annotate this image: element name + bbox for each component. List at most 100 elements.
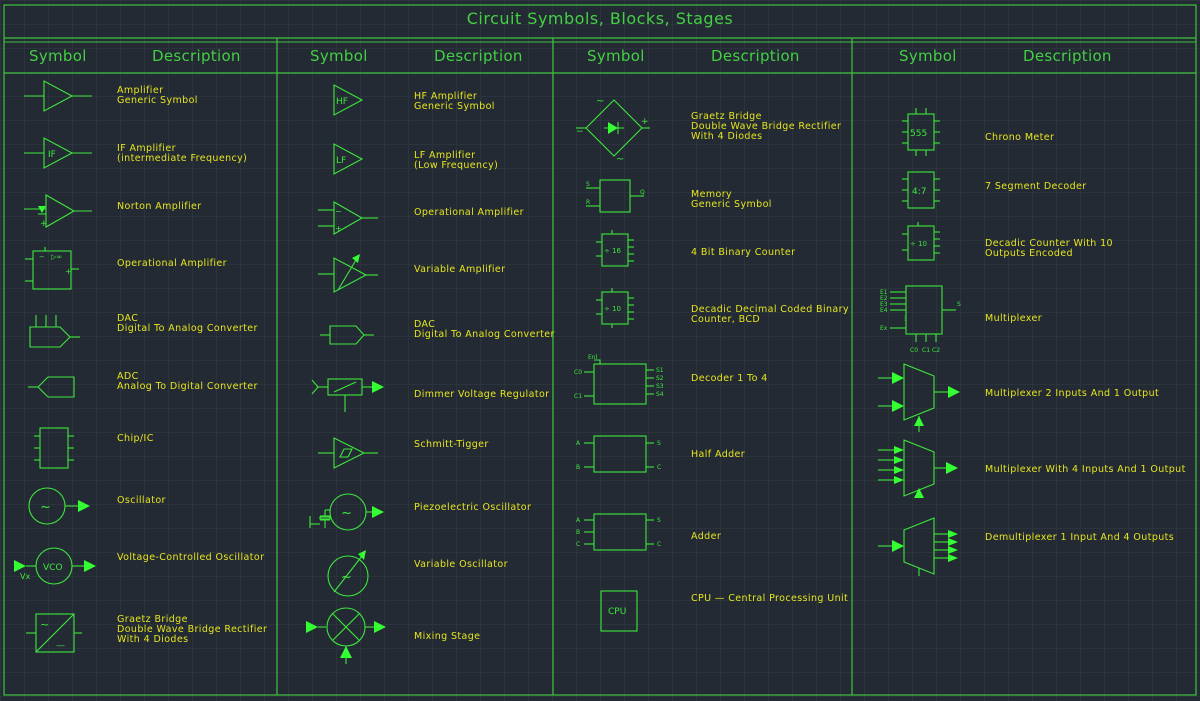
col4-description-header: Description (1023, 47, 1112, 65)
dimmer-icon (310, 374, 390, 418)
description-text: HF Amplifier Generic Symbol (414, 91, 495, 112)
col2-symbol-header: Symbol (310, 47, 368, 65)
description-text: Multiplexer (985, 313, 1043, 324)
description-text: Decadic Decimal Coded Binary Counter, BC… (691, 304, 849, 325)
description-text: Piezoelectric Oscillator (414, 502, 532, 513)
pin-c-out: C (657, 541, 661, 548)
pin-s: S (657, 440, 661, 447)
operational-amplifier-box-icon: −▷∞+ (25, 247, 85, 295)
description-text: Multiplexer With 4 Inputs And 1 Output (985, 464, 1186, 475)
pin-c1: C1 (922, 347, 930, 354)
description-text: Graetz Bridge Double Wave Bridge Rectifi… (691, 111, 842, 142)
multiplexer-2-1-icon (876, 360, 972, 440)
ratio-4-7-label: 4:7 (912, 187, 926, 197)
bcd-counter-icon: ÷ 10 (592, 288, 642, 334)
pin-r: R (586, 199, 590, 206)
col4-symbol-header: Symbol (899, 47, 957, 65)
description-text: Demultiplexer 1 Input And 4 Outputs (985, 532, 1175, 543)
oscillator-symbol: ~ (40, 500, 51, 515)
varosc-wave-label: ~ (341, 570, 352, 585)
description-text: Variable Amplifier (414, 264, 506, 275)
description-text: Decadic Counter With 10 Outputs Encoded (985, 238, 1113, 259)
bridge-ac-bottom: ~ (616, 154, 624, 165)
amplifier-icon (20, 78, 100, 118)
pin-b: B (576, 529, 580, 536)
piezoelectric-oscillator-icon: ~ (306, 492, 390, 540)
pin-a: A (576, 440, 581, 447)
description-text: DAC Digital To Analog Converter (117, 313, 258, 334)
decadic-counter-icon: ÷ 10 (898, 222, 948, 268)
svg-text:−: − (576, 127, 584, 137)
variable-oscillator-icon: ~ (322, 548, 382, 608)
pin-q: Q (640, 189, 645, 196)
cpu-icon: CPU (598, 588, 642, 638)
pin-ex: Ex (880, 325, 888, 332)
svg-text:+: + (65, 267, 72, 276)
vx-label: Vx (20, 572, 30, 581)
segment-decoder-icon: 4:7 (898, 168, 948, 216)
pin-e1: E1 (880, 289, 888, 296)
description-text: Voltage-Controlled Oscillator (117, 552, 265, 563)
col3-symbol-header: Symbol (587, 47, 645, 65)
pin-b: B (576, 464, 580, 471)
dac-small-icon (318, 322, 378, 354)
description-text: Schmitt-Tigger (414, 439, 489, 450)
description-text: Dimmer Voltage Regulator (414, 389, 550, 400)
divide-16-label: ÷ 16 (604, 247, 622, 255)
pin-c1: C1 (574, 393, 582, 400)
pin-c: C (657, 464, 661, 471)
description-text: Multiplexer 2 Inputs And 1 Output (985, 388, 1160, 399)
vco-label: VCO (43, 563, 63, 573)
operational-amplifier-icon: −+ (316, 198, 386, 242)
svg-text:▷∞: ▷∞ (51, 253, 62, 261)
description-text: DAC Digital To Analog Converter (414, 319, 555, 340)
pin-s3: S3 (656, 383, 664, 390)
description-text: 7 Segment Decoder (985, 181, 1087, 192)
svg-text:+: + (40, 219, 48, 229)
dac-icon (24, 313, 84, 353)
pin-s2: S2 (656, 375, 664, 382)
pin-c0: C0 (910, 347, 918, 354)
description-text: 4 Bit Binary Counter (691, 247, 796, 258)
col1-symbol-header: Symbol (29, 47, 87, 65)
svg-text:−: − (335, 207, 342, 216)
description-text: ADC Analog To Digital Converter (117, 371, 258, 392)
dc-label: — (56, 641, 65, 651)
description-text: Chip/IC (117, 433, 154, 444)
description-text: Variable Oscillator (414, 559, 508, 570)
vco-icon: VCO Vx (12, 546, 102, 590)
description-text: Mixing Stage (414, 631, 481, 642)
multiplexer-4-1-icon (876, 436, 972, 504)
norton-amplifier-icon: + (22, 192, 102, 236)
description-text: IF Amplifier (intermediate Frequency) (117, 143, 248, 164)
svg-text:+: + (641, 117, 649, 127)
oscillator-icon: ~ (22, 486, 102, 530)
chrono-meter-icon: 555 (898, 108, 948, 160)
hf-amplifier-icon: HF (326, 83, 370, 123)
pin-enl: Enl (588, 354, 598, 361)
schmitt-trigger-icon (316, 436, 386, 476)
bridge-ac-top: ~ (596, 96, 604, 107)
pin-c2: C2 (932, 347, 940, 354)
binary-counter-icon: ÷ 16 (592, 230, 642, 274)
description-text: Adder (691, 531, 722, 542)
svg-text:+: + (335, 224, 342, 233)
description-text: Graetz Bridge Double Wave Bridge Rectifi… (117, 614, 268, 645)
decadic-divide-label: ÷ 10 (910, 240, 927, 248)
hf-label: HF (336, 97, 348, 107)
description-text: Operational Amplifier (117, 258, 227, 269)
pin-c-in: C (576, 541, 580, 548)
description-text: CPU — Central Processing Unit (691, 593, 849, 604)
pin-s: S (957, 301, 961, 308)
description-text: Norton Amplifier (117, 201, 202, 212)
pin-e4: E4 (880, 307, 888, 314)
pin-e2: E2 (880, 295, 888, 302)
pin-s1: S1 (656, 367, 664, 374)
if-amplifier-icon: IF (20, 135, 100, 175)
description-text: Decoder 1 To 4 (691, 373, 768, 384)
graetz-bridge-box-icon: ~— (26, 612, 86, 662)
